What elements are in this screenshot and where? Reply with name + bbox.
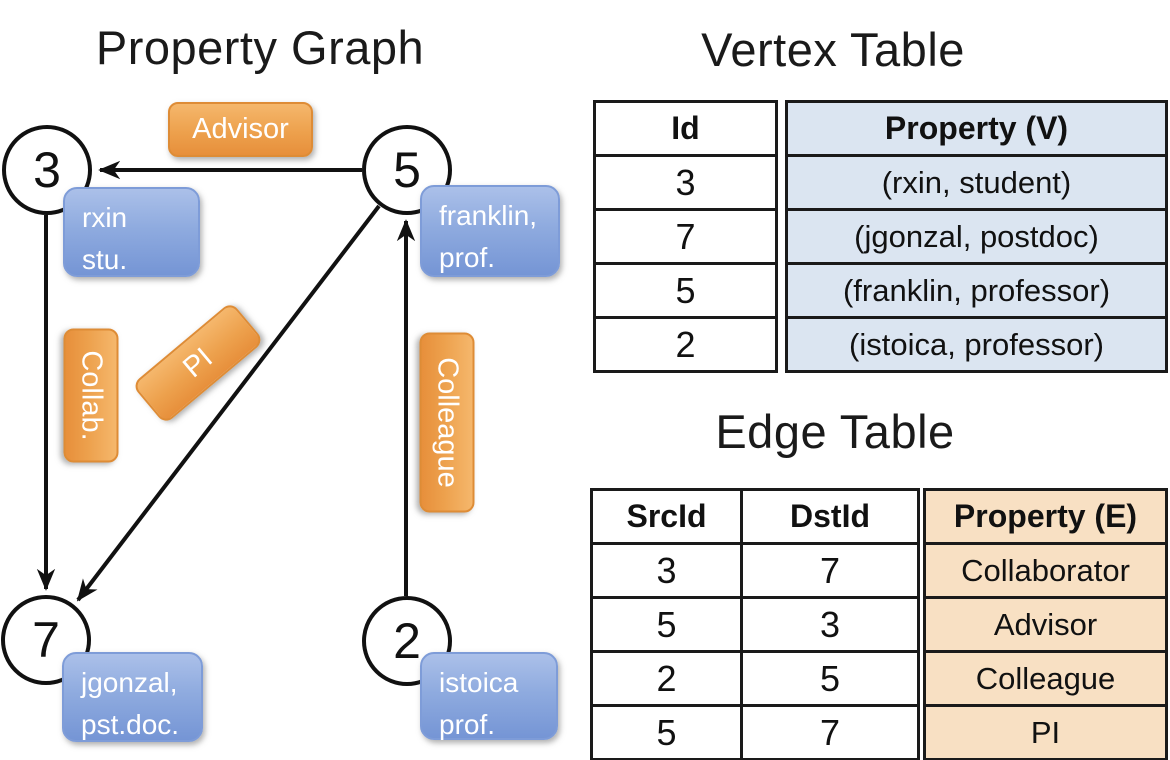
edge-table-property-column: Property (E) Collaborator Advisor Collea… [923,488,1168,760]
edge-label-collab: Collab. [63,328,119,463]
property-graph-title: Property Graph [95,21,425,74]
edge-table-title: Edge Table [715,405,955,458]
vertex-table-id-column: Id 3 7 5 2 [593,100,778,373]
node-label-jgonzal: jgonzal, pst.doc. [62,652,203,742]
vertex-table-id-cell: 3 [593,154,778,211]
edge-label-colleague: Colleague [419,332,475,513]
edge-table-srcid-cell: 3 [590,542,743,599]
vertex-table-property-cell: (jgonzal, postdoc) [785,208,1168,265]
vertex-table-property-cell: (istoica, professor) [785,316,1168,373]
edge-table-property-cell: Colleague [923,650,1168,707]
vertex-table-property-header: Property (V) [785,100,1168,157]
graph-edges-svg [36,160,416,602]
node-label-line: pst.doc. [81,709,180,740]
edge-label-advisor: Advisor [168,102,313,157]
vertex-table-property-column: Property (V) (rxin, student) (jgonzal, p… [785,100,1168,373]
node-id-2: 2 [393,613,421,669]
vertex-table-id-cell: 2 [593,316,778,373]
node-label-istoica: istoica prof. [420,652,558,740]
vertex-table-id-header: Id [593,100,778,157]
edge-table-property-cell: Advisor [923,596,1168,653]
edge-table-dstid-header: DstId [740,488,920,545]
node-label-line: istoica [439,667,519,698]
node-id-7: 7 [32,612,60,668]
vertex-table-id-cell: 7 [593,208,778,265]
edge-table-dstid-cell: 7 [740,704,920,760]
node-id-3: 3 [33,142,61,198]
vertex-table-id-cell: 5 [593,262,778,319]
edge-arrow-5-to-7 [76,204,381,602]
node-label-line: prof. [439,242,496,273]
edge-table-srcid-header: SrcId [590,488,743,545]
vertex-table-property-cell: (franklin, professor) [785,262,1168,319]
edge-table-srcid-cell: 2 [590,650,743,707]
edge-table-dstid-cell: 7 [740,542,920,599]
edge-table-dstid-cell: 3 [740,596,920,653]
vertex-table-property-cell: (rxin, student) [785,154,1168,211]
edge-table-property-cell: Collaborator [923,542,1168,599]
node-label-line: franklin, [439,200,538,231]
node-label-line: rxin [82,202,128,233]
node-id-5: 5 [393,142,421,198]
edge-table-property-cell: PI [923,704,1168,760]
edge-table-property-header: Property (E) [923,488,1168,545]
node-label-line: jgonzal, [81,667,178,698]
node-circle-2: 2 [362,596,452,686]
node-label-rxin: rxin stu. [63,187,200,277]
edge-table-dstid-cell: 5 [740,650,920,707]
edge-table-srcid-cell: 5 [590,704,743,760]
node-label-line: stu. [82,244,128,275]
edge-table-id-columns: SrcId DstId 3 7 5 3 2 5 5 7 [590,488,920,760]
edge-table-srcid-cell: 5 [590,596,743,653]
node-label-line: prof. [439,709,496,740]
node-label-franklin: franklin, prof. [420,185,560,277]
vertex-table-title: Vertex Table [701,23,965,76]
